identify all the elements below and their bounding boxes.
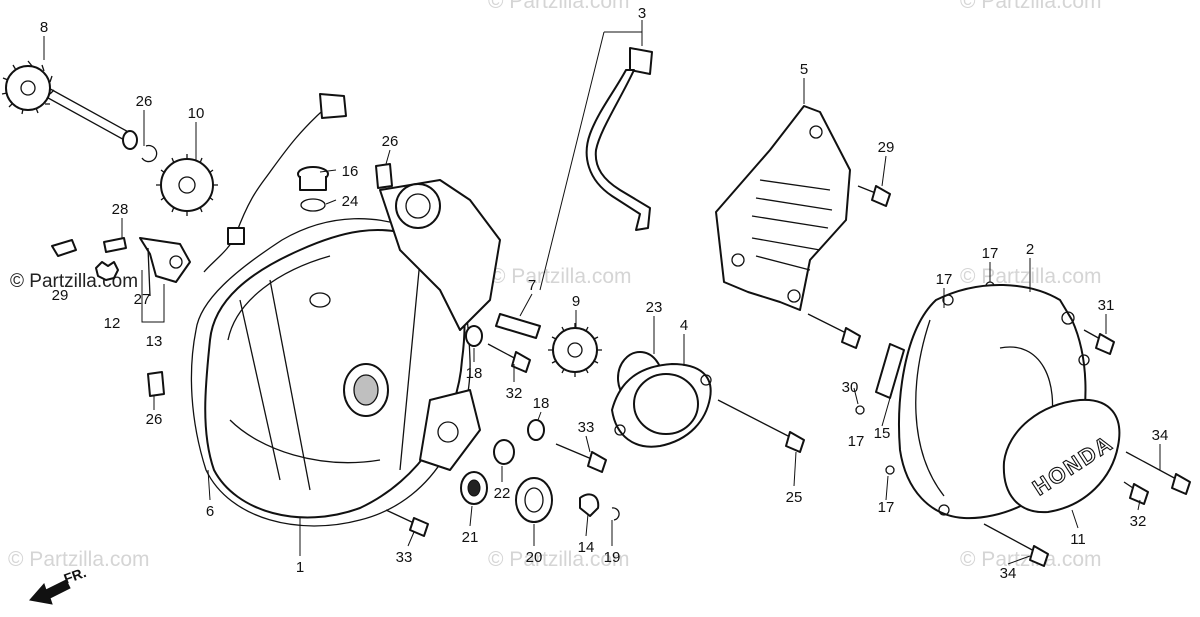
watermark-bottom-center: © Partzilla.com	[488, 548, 630, 571]
front-direction-indicator: FR.	[29, 564, 89, 605]
watermark-top-center: © Partzilla.com	[488, 0, 630, 13]
callout-11: 11	[1070, 531, 1086, 548]
part-20-seal	[515, 477, 553, 523]
watermark-top-right: © Partzilla.com	[960, 0, 1102, 13]
part-34-bolt-lower	[983, 523, 1049, 567]
front-arrow-icon	[29, 579, 71, 605]
callout-34-lower: 34	[1000, 565, 1017, 582]
callout-33-mid: 33	[578, 419, 595, 436]
callout-22: 22	[494, 485, 511, 502]
part-33-bolt-lower	[385, 509, 429, 537]
callout-20: 20	[526, 549, 543, 566]
part-14-clip	[579, 493, 600, 517]
part-sensor-wire	[203, 93, 347, 273]
callout-31: 30	[842, 379, 859, 396]
leader-lines	[43, 20, 1161, 565]
part-5-sprocket-cover	[715, 105, 851, 311]
callout-21: 21	[462, 529, 479, 546]
callout-24: 24	[342, 193, 359, 210]
callout-32-lower: 32	[1130, 513, 1147, 530]
callout-32-upper: 31	[1098, 297, 1115, 314]
part-18-washer-upper	[465, 325, 483, 347]
callout-29-lower: 29	[52, 287, 69, 304]
front-label: FR.	[62, 564, 89, 587]
callout-23: 23	[646, 299, 663, 316]
part-26-dowel-top	[375, 163, 393, 189]
part-30-bolt	[857, 185, 891, 207]
part-15-strip	[875, 343, 905, 399]
part-34-bolt-upper	[1125, 451, 1191, 495]
callout-26-top: 26	[382, 133, 399, 150]
callout-18-lower: 18	[533, 395, 550, 412]
callout-12: 12	[104, 315, 121, 332]
watermarks: © Partzilla.com © Partzilla.com © Partzi…	[8, 0, 1102, 571]
callout-8: 8	[40, 19, 48, 36]
callout-numbers: 8 26 10 3 5 26 16 24 29 2 17 17 31 28 29…	[40, 5, 1169, 582]
callout-29-upper: 28	[112, 201, 129, 218]
part-4-cap	[611, 363, 712, 448]
callout-2: 2	[1026, 241, 1034, 258]
callout-6: 6	[206, 503, 214, 520]
part-1-crankcase-cover	[204, 179, 501, 519]
part-33-bolt-mid	[555, 443, 607, 473]
callout-9: 9	[572, 293, 580, 310]
watermark-mid-right: © Partzilla.com	[960, 265, 1102, 288]
part-3-bracket	[585, 47, 653, 231]
part-19-circlip	[611, 507, 620, 521]
callout-1: 1	[296, 559, 304, 576]
callout-25: 25	[786, 489, 803, 506]
part-8-shaft-gear	[1, 60, 138, 150]
callout-27: 27	[134, 291, 151, 308]
callout-18-upper: 18	[466, 365, 483, 382]
callout-7: 7	[528, 277, 536, 294]
callout-26-bottom: 26	[146, 411, 163, 428]
callout-5: 5	[800, 61, 808, 78]
callout-17-a: 17	[982, 245, 999, 262]
callout-34-upper: 34	[1152, 427, 1169, 444]
callout-30: 29	[878, 139, 895, 156]
part-24-washer	[300, 198, 326, 212]
callout-14: 14	[578, 539, 595, 556]
part-17-washer-c	[855, 405, 865, 415]
callout-17-b: 17	[936, 271, 953, 288]
callout-19: 19	[604, 549, 621, 566]
part-33-bolt-upper	[487, 343, 531, 373]
part-18-washer-lower	[527, 419, 545, 441]
callout-28: 26	[136, 93, 153, 110]
callout-13: 13	[146, 333, 163, 350]
callout-17-c: 17	[848, 433, 865, 450]
callout-3: 3	[638, 5, 646, 22]
part-12-13-27-29-shift-arm	[51, 237, 191, 297]
part-17-washer-d	[885, 465, 895, 475]
part-22-bushing	[493, 439, 515, 465]
callout-10: 10	[188, 105, 205, 122]
watermark-mid-center: © Partzilla.com	[490, 265, 632, 288]
part-9-gear	[548, 323, 602, 377]
part-25-long-bolt	[717, 399, 805, 453]
part-21-bearing	[460, 471, 488, 505]
part-16-plug	[297, 166, 329, 191]
callout-17-d: 17	[878, 499, 895, 516]
part-10-gear	[156, 154, 218, 216]
part-28-circlip	[141, 144, 158, 163]
callout-15: 15	[874, 425, 891, 442]
part-bolt-cover	[807, 313, 861, 349]
callout-4: 4	[680, 317, 688, 334]
callout-16: 16	[342, 163, 359, 180]
part-7-pin	[495, 313, 541, 339]
callout-33-lower: 33	[396, 549, 413, 566]
part-32-bolt-upper	[1083, 329, 1115, 355]
part-32-bolt-lower	[1123, 481, 1149, 505]
watermark-bottom-left: © Partzilla.com	[8, 548, 150, 571]
callout-33-upper: 32	[506, 385, 523, 402]
part-26-dowel-bottom	[147, 371, 165, 397]
